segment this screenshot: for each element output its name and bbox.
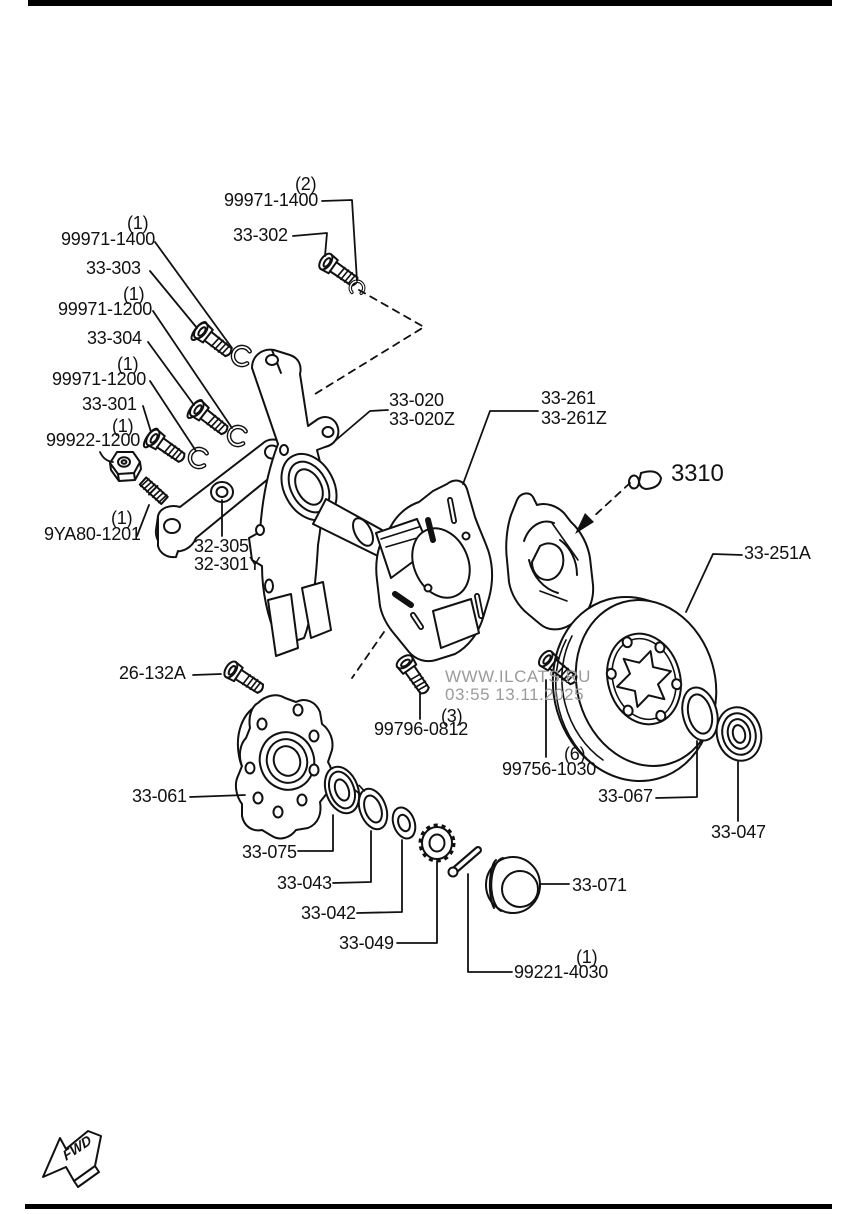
part-label-33-042: 33-042 bbox=[301, 903, 356, 923]
part-label-99971-1200-b: 99971-1200 bbox=[52, 369, 147, 389]
qty-label-99971-1200-b: (1) bbox=[117, 354, 139, 374]
watermark-site: WWW.ILCATS.RU bbox=[445, 667, 591, 686]
wheel-hub-33-061 bbox=[234, 694, 334, 840]
part-label-99756-1030: 99756-1030 bbox=[502, 759, 597, 779]
fwd-direction-arrow: FWD bbox=[42, 1130, 102, 1188]
lock-washer-33-043 bbox=[353, 784, 389, 831]
part-label-33-304: 33-304 bbox=[87, 328, 142, 348]
part-label-33-251a: 33-251A bbox=[744, 543, 811, 563]
part-label-32-305: 32-305 bbox=[194, 536, 249, 556]
qty-label-9ya80-1201: (1) bbox=[111, 508, 133, 528]
part-label-26-132a: 26-132A bbox=[119, 663, 186, 683]
part-label-33-020: 33-020 bbox=[389, 390, 444, 410]
part-label-33-067: 33-067 bbox=[598, 786, 653, 806]
grease-cap-33-071 bbox=[485, 856, 541, 914]
nut-99922-1200 bbox=[109, 451, 142, 482]
part-label-99971-1400-top: 99971-1400 bbox=[224, 190, 319, 210]
bolt-33-303 bbox=[190, 319, 237, 362]
qty-label-99796-0812: (3) bbox=[441, 706, 463, 726]
part-label-33-075: 33-075 bbox=[242, 842, 297, 862]
snap-clip-99971-1200-a bbox=[227, 425, 246, 446]
castle-nut-33-049 bbox=[418, 823, 456, 863]
part-label-33-261z: 33-261Z bbox=[541, 408, 607, 428]
top-border-bar bbox=[28, 0, 832, 6]
part-label-33-302: 33-302 bbox=[233, 225, 288, 245]
part-label-33-047: 33-047 bbox=[711, 822, 766, 842]
stud-9ya80-1201 bbox=[138, 476, 169, 505]
part-label-33-303: 33-303 bbox=[86, 258, 141, 278]
qty-label-99756-1030: (6) bbox=[564, 744, 586, 764]
cotter-pin-99221-4030 bbox=[447, 846, 482, 878]
part-label-99221-4030: 99221-4030 bbox=[514, 962, 609, 982]
dust-shield-33-261 bbox=[375, 479, 493, 663]
part-label-33-020z: 33-020Z bbox=[389, 409, 455, 429]
part-label-33-043: 33-043 bbox=[277, 873, 332, 893]
snap-clip-99971-1200-b bbox=[188, 447, 207, 468]
washer-33-042 bbox=[391, 806, 417, 840]
leader-lines bbox=[99, 199, 743, 973]
brake-disc-33-251a bbox=[551, 595, 718, 783]
part-label-99971-1200-a: 99971-1200 bbox=[58, 299, 153, 319]
part-label-33-071: 33-071 bbox=[572, 875, 627, 895]
wheel-bearing-33-047 bbox=[715, 706, 763, 762]
bolt-33-304 bbox=[186, 397, 233, 440]
snap-clip-99971-1400 bbox=[231, 345, 250, 366]
inner-bearing-33-075 bbox=[323, 765, 361, 815]
watermark: WWW.ILCATS.RU 03:55 13.11.2025 bbox=[445, 668, 591, 704]
grease-fitting-icon bbox=[628, 470, 662, 490]
bolt-26-132a bbox=[220, 658, 268, 699]
part-label-9ya80-1201: 9YA80-1201 bbox=[44, 524, 141, 544]
qty-label-99922-1200: (1) bbox=[112, 416, 134, 436]
qty-label-99971-1200-a: (1) bbox=[123, 284, 145, 304]
part-label-32-301y: 32-301Y bbox=[194, 554, 261, 574]
qty-label-99221-4030: (1) bbox=[576, 947, 598, 967]
qty-label-99971-1400: (1) bbox=[127, 213, 149, 233]
part-label-33-049: 33-049 bbox=[339, 933, 394, 953]
qty-label-99971-1400-top: (2) bbox=[295, 174, 317, 194]
part-label-33-301: 33-301 bbox=[82, 394, 137, 414]
part-label-33-261: 33-261 bbox=[541, 388, 596, 408]
part-label-3310: 3310 bbox=[671, 460, 724, 487]
part-label-99971-1400: 99971-1400 bbox=[61, 229, 156, 249]
part-label-99796-0812: 99796-0812 bbox=[374, 719, 469, 739]
watermark-timestamp: 03:55 13.11.2025 bbox=[445, 685, 585, 704]
bottom-border-bar bbox=[25, 1204, 832, 1209]
part-label-99922-1200: 99922-1200 bbox=[46, 430, 141, 450]
bolt-33-302 bbox=[315, 250, 363, 292]
oil-seal-33-067 bbox=[681, 686, 719, 742]
caliper-bracket-33-261z bbox=[505, 492, 595, 631]
bolt-33-301 bbox=[142, 426, 190, 468]
part-label-33-061: 33-061 bbox=[132, 786, 187, 806]
